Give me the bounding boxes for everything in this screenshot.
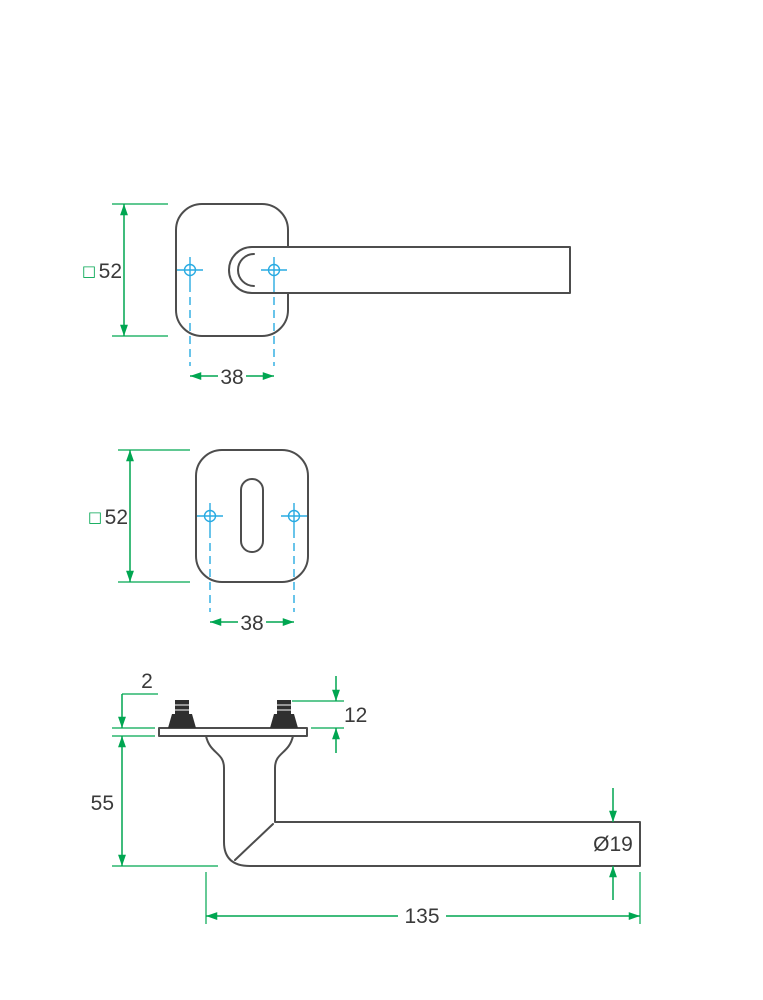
dim-grip-diameter: Ø19 bbox=[593, 788, 633, 900]
key-rose-plate-outline bbox=[195, 449, 309, 583]
stud-nut bbox=[168, 714, 196, 728]
rose-plate-side bbox=[158, 727, 308, 737]
dim-stud-height: 12 bbox=[292, 676, 367, 753]
lever-grip-outline bbox=[228, 246, 571, 294]
keyhole-slot bbox=[240, 478, 264, 553]
dim-stud-height-value: 12 bbox=[344, 704, 367, 727]
square-profile-symbol: □ bbox=[82, 262, 96, 280]
screw-position-crosshair bbox=[281, 503, 307, 530]
dim-overall-length-value: 135 bbox=[404, 905, 439, 928]
dim-projection: 55 bbox=[91, 735, 218, 867]
dim-grip-diameter-value: Ø19 bbox=[593, 833, 633, 856]
view-key-rose: □ 52 38 bbox=[88, 449, 309, 635]
dim-rose-size: □ 52 bbox=[82, 203, 168, 337]
screw-position-crosshair bbox=[261, 257, 287, 284]
handle-body-outline bbox=[205, 735, 641, 867]
screw-position-crosshair bbox=[197, 503, 223, 530]
dim-plate-thickness: 2 bbox=[112, 670, 158, 729]
screw-position-crosshair bbox=[177, 257, 203, 284]
elbow-miter-seam bbox=[234, 823, 274, 861]
stud-nut bbox=[270, 714, 298, 728]
dim-rose-size-value: 52 bbox=[105, 506, 128, 529]
view-side-profile: 2 12 55 Ø19 135 bbox=[91, 670, 641, 928]
dim-overall-length: 135 bbox=[205, 872, 641, 928]
stud-thread bbox=[175, 700, 189, 716]
dim-screw-spacing-value: 38 bbox=[220, 366, 243, 389]
dim-rose-size: □ 52 bbox=[88, 449, 190, 583]
square-profile-symbol: □ bbox=[88, 508, 102, 526]
lever-neck-inner-edge bbox=[237, 253, 255, 287]
dim-screw-spacing-value: 38 bbox=[240, 612, 263, 635]
dim-screw-spacing: 38 bbox=[190, 366, 274, 389]
view-lever-rose-top: □ 52 38 bbox=[82, 203, 571, 389]
dim-screw-spacing: 38 bbox=[210, 612, 294, 635]
mounting-stud bbox=[168, 700, 196, 728]
mounting-stud bbox=[270, 700, 298, 728]
stud-thread bbox=[277, 700, 291, 716]
dim-projection-value: 55 bbox=[91, 792, 114, 815]
dim-rose-size-value: 52 bbox=[99, 260, 122, 283]
dim-plate-thickness-value: 2 bbox=[141, 670, 153, 693]
